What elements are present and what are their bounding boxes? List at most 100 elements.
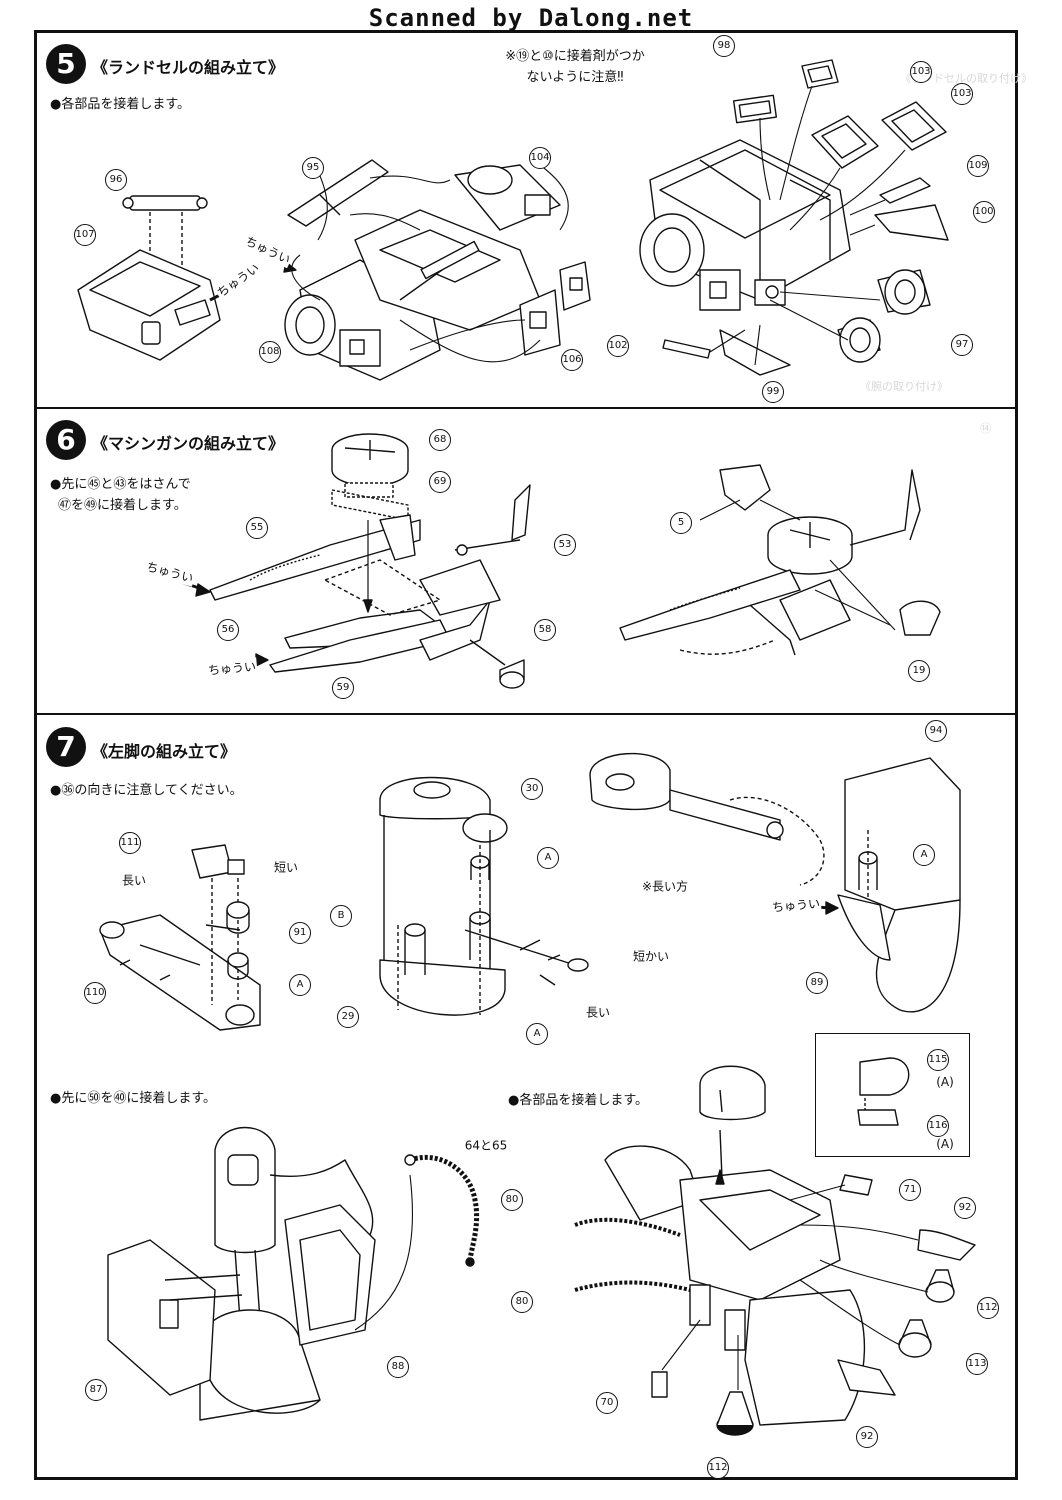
- callout-113: 113: [966, 1353, 988, 1375]
- callout-80a: 80: [501, 1189, 523, 1211]
- label-short2: 短かい: [631, 947, 671, 965]
- backpack-assembled: [640, 140, 850, 310]
- step-5-leaders-left: [292, 165, 569, 362]
- callout-92a: 92: [954, 1197, 976, 1219]
- callout-95: 95: [302, 157, 324, 179]
- callout-19: 19: [908, 660, 930, 682]
- callout-58: 58: [534, 619, 556, 641]
- step-7-instruction-2: ●先に㊿を㊵に接着します。: [50, 1091, 217, 1106]
- label-pair-64-65: 64と65: [463, 1136, 509, 1154]
- callout-106: 106: [561, 349, 583, 371]
- part-103-plates: [812, 102, 946, 168]
- callout-88: 88: [387, 1356, 409, 1378]
- callout-87: 87: [85, 1379, 107, 1401]
- callout-107: 107: [74, 224, 96, 246]
- label-a-3: A: [526, 1023, 548, 1045]
- callout-80b: 80: [511, 1291, 533, 1313]
- callout-112a: 112: [977, 1297, 999, 1319]
- label-long: 長い: [120, 871, 148, 889]
- callout-103b: 103: [951, 83, 973, 105]
- label-short: 短い: [272, 858, 300, 876]
- callout-97: 97: [951, 334, 973, 356]
- page-frame: [34, 30, 1018, 1480]
- part-95-wedge: [288, 160, 388, 226]
- callout-89: 89: [806, 972, 828, 994]
- callout-112b: 112: [707, 1457, 729, 1479]
- part-109-100: [875, 178, 948, 240]
- callout-99: 99: [762, 381, 784, 403]
- step-5-note-line2: ないように注意‼: [526, 70, 624, 85]
- step-7-instruction-3: ●各部品を接着します。: [508, 1093, 649, 1108]
- step-6-leaders-right: [700, 500, 895, 630]
- inset-label-a2: (A): [935, 1137, 955, 1151]
- inset-box: [815, 1033, 970, 1157]
- callout-68: 68: [429, 429, 451, 451]
- callout-69: 69: [429, 471, 451, 493]
- callout-102: 102: [607, 335, 629, 357]
- step-5-leaders-right: [710, 86, 905, 365]
- callout-100: 100: [973, 201, 995, 223]
- callout-91: 91: [289, 922, 311, 944]
- label-a-4: A: [913, 844, 935, 866]
- callout-5: 5: [670, 512, 692, 534]
- part-98-panels: [734, 60, 838, 123]
- callout-92b: 92: [856, 1426, 878, 1448]
- part-64-65-hose: [355, 1155, 477, 1330]
- step-6-title: 《マシンガンの組み立て》: [92, 434, 285, 453]
- part-59-gun-body: [270, 560, 500, 672]
- inset-label-a1: (A): [935, 1075, 955, 1089]
- callout-104: 104: [529, 147, 551, 169]
- callout-55: 55: [246, 517, 268, 539]
- part-58-cylinder: [470, 640, 524, 688]
- step-5-number: 5: [46, 44, 86, 84]
- callout-70: 70: [596, 1392, 618, 1414]
- part-106-block: [520, 262, 590, 355]
- part-97-nozzles: [838, 270, 930, 362]
- callout-115: 115: [927, 1049, 949, 1071]
- callout-29: 29: [337, 1006, 359, 1028]
- step-6-instruction-line2: ㊼を㊾に接着します。: [58, 498, 187, 513]
- part-107-tray: [78, 250, 220, 360]
- step-5-note-line1: ※⑲と⑩に接着剤がつか: [505, 49, 645, 64]
- callout-71: 71: [899, 1179, 921, 1201]
- part-94-89-lower-leg: [590, 754, 960, 1012]
- callout-98: 98: [713, 35, 735, 57]
- callout-103a: 103: [910, 61, 932, 83]
- step-6-instruction-line1: ●先に㊺と㊸をはさんで: [50, 477, 191, 492]
- callout-108: 108: [259, 341, 281, 363]
- part-87-88-assembly: [108, 1128, 375, 1421]
- callout-56: 56: [217, 619, 239, 641]
- step-7-title: 《左脚の組み立て》: [92, 742, 237, 761]
- callout-94: 94: [925, 720, 947, 742]
- step-5-instruction: ●各部品を接着します。: [50, 97, 191, 112]
- part-53-rod: [455, 485, 530, 555]
- callout-116: 116: [927, 1115, 949, 1137]
- part-104-top: [455, 165, 560, 230]
- step-7-leaders-lower: [662, 1185, 928, 1390]
- step-divider-2: [34, 713, 1018, 715]
- label-b: B: [330, 905, 352, 927]
- callout-109: 109: [967, 155, 989, 177]
- callout-59: 59: [332, 677, 354, 699]
- callout-30: 30: [521, 778, 543, 800]
- step-5-note: ※⑲と⑩に接着剤がつか ないように注意‼: [490, 46, 660, 88]
- drum-guide-head: [364, 600, 372, 612]
- label-a-1: A: [289, 974, 311, 996]
- label-long2: 長い: [584, 1003, 612, 1021]
- part-30-29-leg: [380, 778, 588, 1016]
- step-divider-1: [34, 407, 1018, 409]
- step-5-title: 《ランドセルの組み立て》: [92, 58, 285, 77]
- callout-96: 96: [105, 169, 127, 191]
- scan-banner: Scanned by Dalong.net: [368, 4, 694, 32]
- inset-part-115-116: [858, 1058, 909, 1125]
- part-102-99: [663, 330, 790, 375]
- callout-110: 110: [84, 982, 106, 1004]
- label-a-2: A: [537, 847, 559, 869]
- caution-arrow-6a-head: [196, 584, 210, 596]
- label-long-side: ※長い方: [640, 877, 690, 895]
- step-7-number: 7: [46, 727, 86, 767]
- part-68-drum: [332, 434, 408, 520]
